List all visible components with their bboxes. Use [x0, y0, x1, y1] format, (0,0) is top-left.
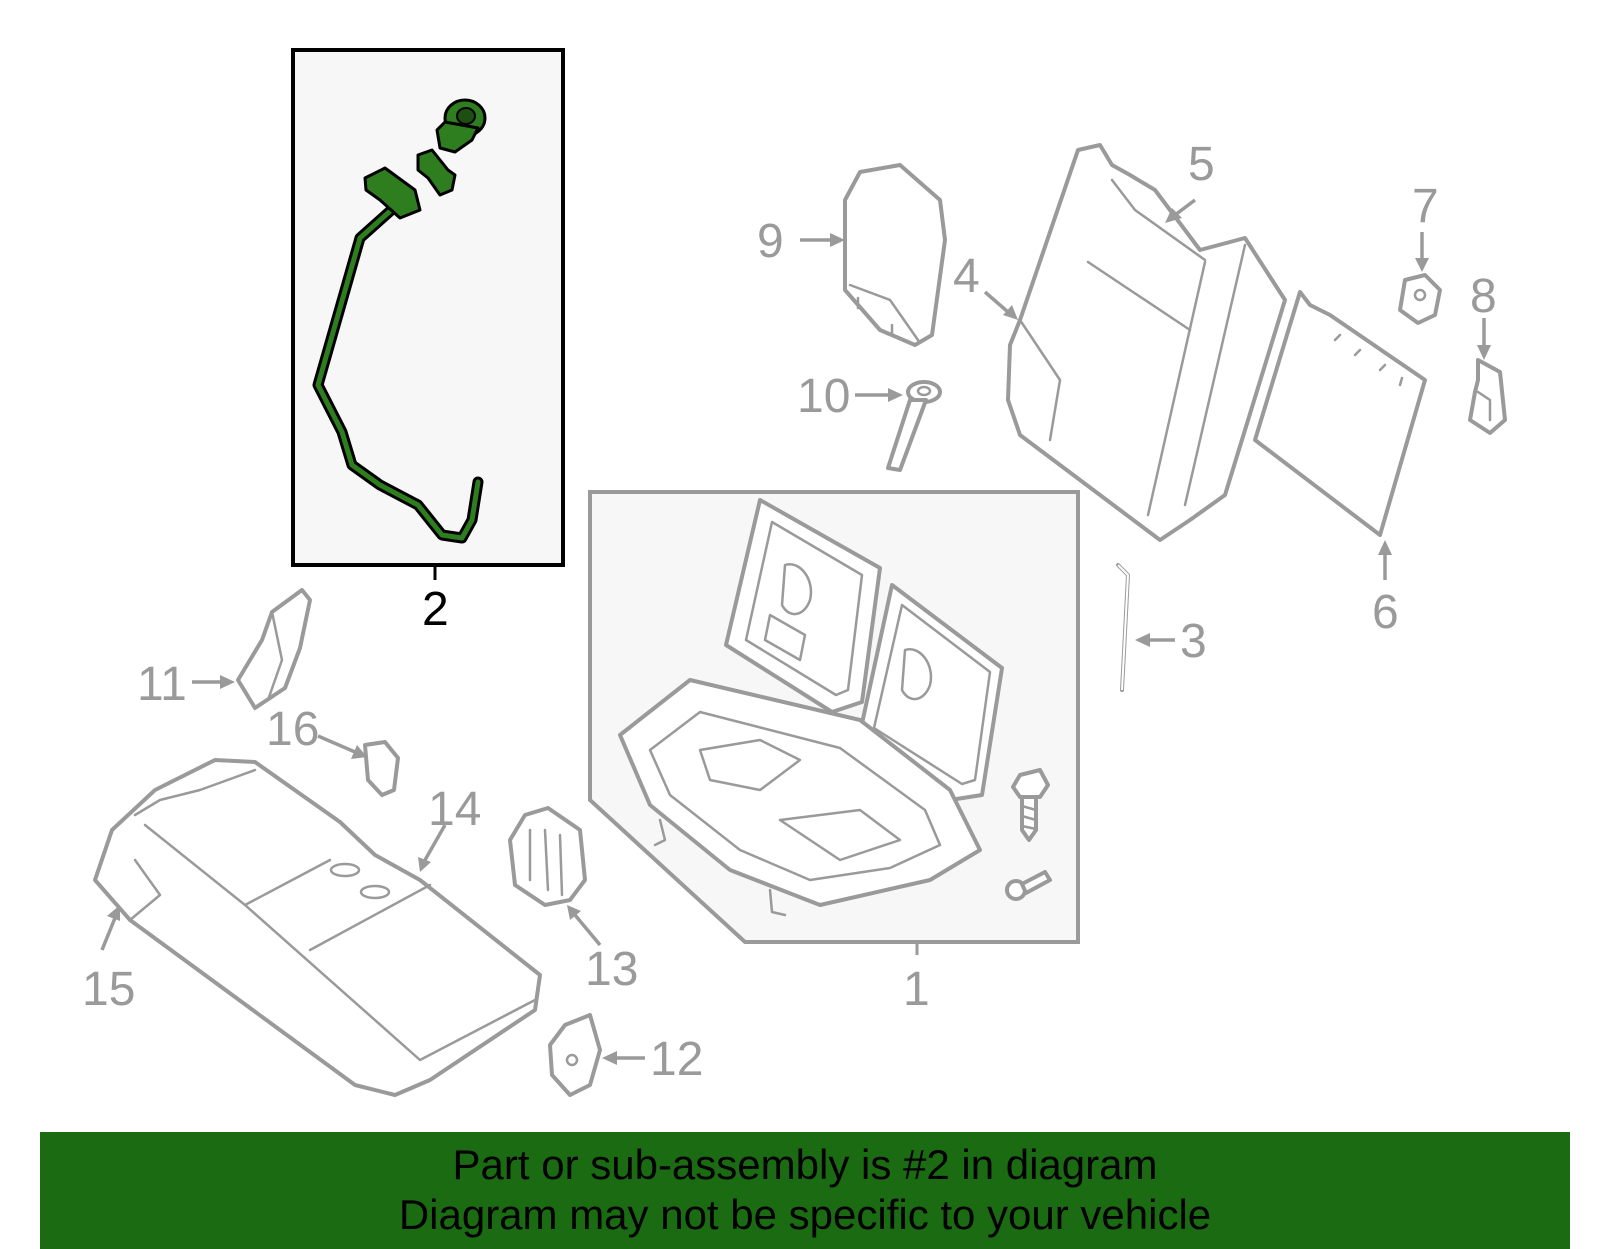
- part-11-bracket[interactable]: [236, 588, 312, 710]
- part-10-guide[interactable]: [886, 380, 942, 472]
- callout-4[interactable]: 4: [953, 250, 980, 303]
- connector-block: [363, 166, 422, 220]
- part-2-box[interactable]: [291, 48, 565, 580]
- callout-2[interactable]: 2: [422, 583, 449, 636]
- part-6-back-board[interactable]: [1253, 290, 1427, 537]
- callout-11[interactable]: 11: [137, 658, 187, 711]
- callout-16[interactable]: 16: [266, 703, 319, 756]
- banner-line-2: Diagram may not be specific to your vehi…: [398, 1191, 1212, 1238]
- part-1-box[interactable]: [588, 490, 1080, 955]
- part-7-latch-cover[interactable]: [1398, 273, 1442, 325]
- banner-line-1: Part or sub-assembly is #2 in diagram: [452, 1141, 1158, 1188]
- callout-5[interactable]: 5: [1188, 138, 1215, 191]
- cushion-frame: [618, 678, 982, 907]
- part-3-rod[interactable]: [1116, 563, 1130, 692]
- callout-6[interactable]: 6: [1372, 586, 1399, 639]
- callout-14[interactable]: 14: [428, 783, 481, 836]
- part-16-clip[interactable]: [363, 740, 400, 797]
- info-banner: Part or sub-assembly is #2 in diagram Di…: [40, 1132, 1570, 1249]
- clip-part: [416, 148, 457, 197]
- part-5-seatback-cover[interactable]: [1006, 143, 1287, 542]
- callout-15[interactable]: 15: [82, 963, 135, 1016]
- part-12-bracket[interactable]: [548, 1013, 602, 1097]
- part-8-bracket[interactable]: [1468, 358, 1507, 435]
- grommet-part: [435, 98, 487, 154]
- bolt-large: [1011, 768, 1050, 842]
- callout-10[interactable]: 10: [797, 370, 850, 423]
- callout-9[interactable]: 9: [757, 215, 784, 268]
- callout-7[interactable]: 7: [1412, 180, 1439, 233]
- part-9-headrest[interactable]: [843, 163, 947, 347]
- callout-1[interactable]: 1: [903, 963, 930, 1016]
- callout-8[interactable]: 8: [1470, 270, 1497, 323]
- bolt-small: [1005, 870, 1052, 901]
- part-15-seat-cushion[interactable]: [93, 758, 542, 1097]
- callout-12[interactable]: 12: [650, 1033, 703, 1086]
- callout-13[interactable]: 13: [585, 943, 638, 996]
- callout-3[interactable]: 3: [1180, 615, 1207, 668]
- part-13-side-cover[interactable]: [508, 806, 587, 907]
